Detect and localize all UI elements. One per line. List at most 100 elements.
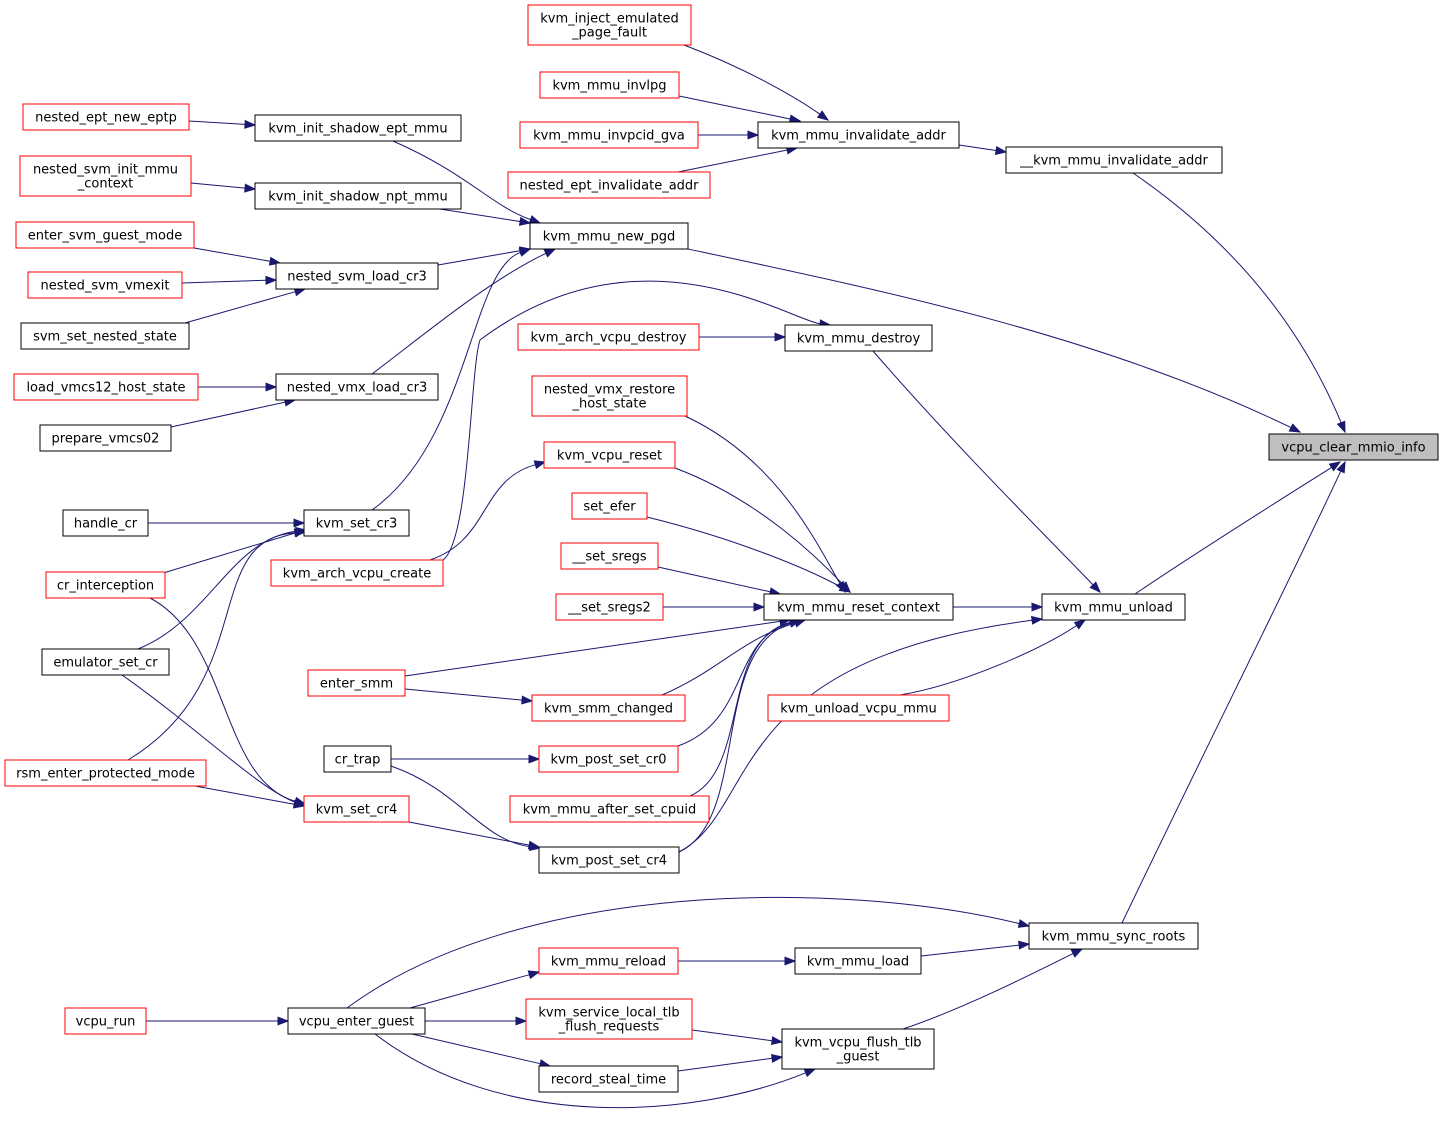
edge-enter_svm_guest_mode-to-nested_svm_load_cr3 xyxy=(193,247,282,266)
node-vcpu_run[interactable]: vcpu_run xyxy=(64,1007,147,1035)
node-nested_ept_new_eptp[interactable]: nested_ept_new_eptp xyxy=(22,103,190,131)
node-__set_sregs[interactable]: __set_sregs xyxy=(560,542,659,570)
node-kvm_mmu_unload[interactable]: kvm_mmu_unload xyxy=(1041,593,1186,621)
node-cr_trap[interactable]: cr_trap xyxy=(323,745,392,773)
edge-vcpu_enter_guest-to-kvm_service_local_tlb_flush_requests xyxy=(425,1016,528,1026)
node-kvm_post_set_cr4[interactable]: kvm_post_set_cr4 xyxy=(538,846,680,874)
edge-kvm_inject_emulated_page_fault-to-kvm_mmu_invalidate_addr xyxy=(683,44,830,121)
node-label: kvm_set_cr4 xyxy=(316,803,398,818)
node-kvm_mmu_new_pgd[interactable]: kvm_mmu_new_pgd xyxy=(529,222,689,250)
node-enter_svm_guest_mode[interactable]: enter_svm_guest_mode xyxy=(15,221,195,249)
node-nested_svm_init_mmu_context[interactable]: nested_svm_init_mmu_context xyxy=(19,155,192,197)
node-kvm_mmu_reload[interactable]: kvm_mmu_reload xyxy=(538,947,679,975)
edge-prepare_vmcs02-to-nested_vmx_load_cr3 xyxy=(170,397,297,428)
node-record_steal_time[interactable]: record_steal_time xyxy=(538,1065,679,1093)
arrowhead xyxy=(803,1068,817,1078)
arrowhead xyxy=(527,970,541,980)
node-kvm_mmu_invalidate_addr[interactable]: kvm_mmu_invalidate_addr xyxy=(757,121,960,149)
node-box xyxy=(538,1065,679,1093)
edge-kvm_arch_vcpu_create-to-kvm_vcpu_reset xyxy=(429,460,547,561)
node-prepare_vmcs02[interactable]: prepare_vmcs02 xyxy=(39,424,172,452)
node-set_efer[interactable]: set_efer xyxy=(571,492,648,520)
node-kvm_mmu_invlpg[interactable]: kvm_mmu_invlpg xyxy=(539,71,680,99)
node-kvm_mmu_invpcid_gva[interactable]: kvm_mmu_invpcid_gva xyxy=(519,121,699,149)
edge-line xyxy=(127,532,296,761)
node-kvm_service_local_tlb_flush_requests[interactable]: kvm_service_local_tlb_flush_requests xyxy=(525,998,693,1040)
node-kvm_set_cr3[interactable]: kvm_set_cr3 xyxy=(303,509,410,537)
arrowhead xyxy=(747,130,760,140)
edge-kvm_service_local_tlb_flush_requests-to-kvm_vcpu_flush_tlb_guest xyxy=(691,1029,784,1046)
node-label: cr_trap xyxy=(335,753,381,768)
node-label: kvm_mmu_invlpg xyxy=(552,79,666,94)
node-kvm_mmu_destroy[interactable]: kvm_mmu_destroy xyxy=(784,324,933,352)
node-enter_smm[interactable]: enter_smm xyxy=(307,669,406,697)
node-nested_svm_vmexit[interactable]: nested_svm_vmexit xyxy=(27,271,183,299)
node-kvm_set_cr4[interactable]: kvm_set_cr4 xyxy=(303,795,410,823)
node-kvm_arch_vcpu_create[interactable]: kvm_arch_vcpu_create xyxy=(270,559,444,587)
node-vcpu_clear_mmio_info[interactable]: vcpu_clear_mmio_info xyxy=(1268,433,1439,461)
node-kvm_mmu_reset_context[interactable]: kvm_mmu_reset_context xyxy=(763,593,954,621)
node-label: _page_fault xyxy=(571,26,647,41)
node-box xyxy=(45,571,166,599)
node-__set_sregs2[interactable]: __set_sregs2 xyxy=(555,593,664,621)
node-kvm_inject_emulated_page_fault[interactable]: kvm_inject_emulated_page_fault xyxy=(527,4,692,46)
edge-nested_svm_load_cr3-to-kvm_mmu_new_pgd xyxy=(437,246,532,266)
node-box xyxy=(19,155,192,197)
arrowhead xyxy=(753,602,766,612)
node-nested_vmx_load_cr3[interactable]: nested_vmx_load_cr3 xyxy=(275,373,439,401)
edge-line xyxy=(657,566,771,593)
node-nested_vmx_restore_host_state[interactable]: nested_vmx_restore_host_state xyxy=(531,375,688,417)
node-label: set_efer xyxy=(583,500,636,515)
node-kvm_mmu_load[interactable]: kvm_mmu_load xyxy=(794,947,922,975)
node-kvm_unload_vcpu_mmu[interactable]: kvm_unload_vcpu_mmu xyxy=(767,694,950,722)
node-label: _flush_requests xyxy=(558,1020,660,1035)
edge-emulator_set_cr-to-kvm_set_cr4 xyxy=(121,674,308,807)
arrowhead xyxy=(527,840,541,850)
node-__kvm_mmu_invalidate_addr[interactable]: __kvm_mmu_invalidate_addr xyxy=(1005,146,1223,174)
node-box xyxy=(323,745,392,773)
node-kvm_init_shadow_npt_mmu[interactable]: kvm_init_shadow_npt_mmu xyxy=(254,182,462,210)
arrowhead xyxy=(521,695,534,705)
node-kvm_mmu_sync_roots[interactable]: kvm_mmu_sync_roots xyxy=(1028,922,1199,950)
node-nested_svm_load_cr3[interactable]: nested_svm_load_cr3 xyxy=(275,262,439,290)
node-kvm_post_set_cr0[interactable]: kvm_post_set_cr0 xyxy=(538,745,679,773)
node-box xyxy=(275,262,439,290)
node-vcpu_enter_guest[interactable]: vcpu_enter_guest xyxy=(287,1007,426,1035)
node-box xyxy=(517,323,700,351)
edge-nested_svm_init_mmu_context-to-kvm_init_shadow_npt_mmu xyxy=(190,182,257,193)
edge-kvm_vcpu_reset-to-kvm_mmu_reset_context xyxy=(674,467,851,594)
node-kvm_arch_vcpu_destroy[interactable]: kvm_arch_vcpu_destroy xyxy=(517,323,700,351)
node-svm_set_nested_state[interactable]: svm_set_nested_state xyxy=(20,322,190,350)
edge-rsm_enter_protected_mode-to-kvm_set_cr4 xyxy=(194,785,306,809)
node-box xyxy=(538,745,679,773)
node-box xyxy=(763,593,954,621)
node-box xyxy=(555,593,664,621)
node-cr_interception[interactable]: cr_interception xyxy=(45,571,166,599)
node-box xyxy=(538,947,679,975)
arrowhead xyxy=(1328,461,1342,472)
node-nested_ept_invalidate_addr[interactable]: nested_ept_invalidate_addr xyxy=(507,171,711,199)
arrowhead xyxy=(528,754,541,764)
edge-line xyxy=(121,674,297,804)
edge-vcpu_run-to-vcpu_enter_guest xyxy=(146,1016,290,1026)
node-box xyxy=(529,222,689,250)
node-box xyxy=(539,71,680,99)
edge-svm_set_nested_state-to-nested_svm_load_cr3 xyxy=(184,287,307,324)
node-box xyxy=(254,182,462,210)
node-rsm_enter_protected_mode[interactable]: rsm_enter_protected_mode xyxy=(4,759,207,787)
arrowhead xyxy=(277,1016,290,1026)
node-kvm_init_shadow_ept_mmu[interactable]: kvm_init_shadow_ept_mmu xyxy=(254,114,462,142)
node-kvm_vcpu_flush_tlb_guest[interactable]: kvm_vcpu_flush_tlb_guest xyxy=(781,1028,935,1070)
node-kvm_vcpu_reset[interactable]: kvm_vcpu_reset xyxy=(543,441,676,469)
edge-line xyxy=(392,140,531,221)
node-box xyxy=(15,221,195,249)
node-kvm_mmu_after_set_cpuid[interactable]: kvm_mmu_after_set_cpuid xyxy=(509,795,710,823)
node-handle_cr[interactable]: handle_cr xyxy=(62,509,149,537)
node-kvm_smm_changed[interactable]: kvm_smm_changed xyxy=(531,694,686,722)
edge-vcpu_enter_guest-to-kvm_mmu_sync_roots xyxy=(346,896,1031,1009)
arrowhead xyxy=(244,183,257,193)
node-emulator_set_cr[interactable]: emulator_set_cr xyxy=(41,648,170,676)
arrowhead xyxy=(838,583,852,593)
node-label: kvm_vcpu_flush_tlb xyxy=(794,1036,921,1051)
node-load_vmcs12_host_state[interactable]: load_vmcs12_host_state xyxy=(13,373,199,401)
